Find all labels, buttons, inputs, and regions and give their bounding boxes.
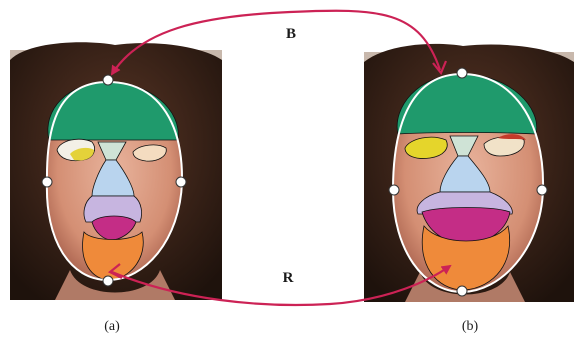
control-point-bottom-b[interactable] [457,286,467,296]
arrow-bottom-label: R [283,270,294,286]
control-point-top-b[interactable] [457,68,467,78]
panel-b [364,44,574,302]
arrow-top-label: B [286,26,296,42]
control-point-top-a[interactable] [103,75,113,85]
panel-b-caption: (b) [462,319,479,334]
control-point-right-b[interactable] [537,185,547,195]
control-point-left-b[interactable] [389,185,399,195]
control-point-right-a[interactable] [176,177,186,187]
panel-a [10,42,222,300]
panel-a-caption: (a) [104,319,120,334]
control-point-bottom-a[interactable] [103,276,113,286]
control-point-left-a[interactable] [42,177,52,187]
